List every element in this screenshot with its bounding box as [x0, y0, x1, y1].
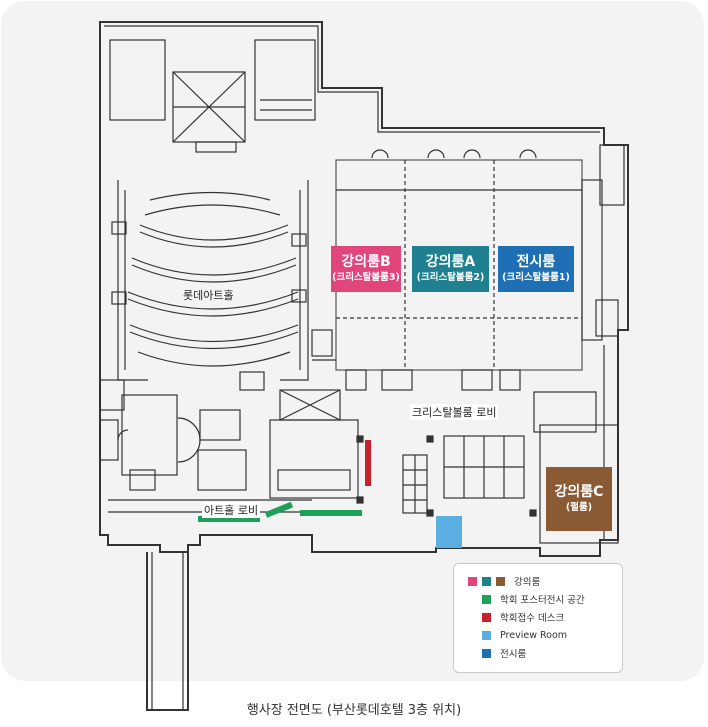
poster-space-marker-3 [300, 510, 362, 516]
art-hall-lobby-label: 아트홀 로비 [202, 502, 261, 518]
exhibition-room-sub: (크리스탈볼룸1) [502, 272, 570, 283]
poster-space-marker-1 [198, 516, 260, 522]
legend-preview: Preview Room [482, 628, 567, 642]
legend-exhibition-text: 전시룸 [500, 649, 527, 660]
legend-swatch-poster [482, 594, 491, 604]
legend-preview-text: Preview Room [500, 629, 568, 641]
lecture-room-b-sub: (크리스탈볼룸3) [332, 272, 400, 283]
lecture-room-b-title: 강의룸B [341, 254, 391, 270]
legend-registration-text: 학회접수 데스크 [500, 613, 565, 624]
lecture-room-c-title: 강의룸C [554, 484, 604, 500]
preview-room-marker [436, 516, 462, 548]
legend-poster-text: 학회 포스터전시 공간 [500, 595, 585, 606]
legend-swatch-exhibition [482, 648, 491, 658]
lecture-room-a-title: 강의룸A [425, 254, 476, 270]
lecture-room-c: 강의룸C (펄룸) [546, 467, 612, 531]
legend-lecture: 강의룸 [468, 574, 540, 588]
legend-swatch-registration [482, 612, 491, 622]
legend-swatch-preview [482, 630, 491, 640]
figure-caption: 행사장 전면도 (부산롯데호텔 3층 위치) [246, 703, 462, 718]
lecture-room-c-sub: (펄룸) [565, 502, 593, 513]
lecture-room-b: 강의룸B (크리스탈볼룸3) [331, 246, 401, 292]
exhibition-room: 전시룸 (크리스탈볼룸1) [498, 246, 574, 292]
crystal-ballroom-lobby-label: 크리스탈볼룸 로비 [410, 404, 499, 420]
legend-exhibition: 전시룸 [482, 646, 526, 660]
registration-desk-marker [365, 440, 371, 486]
legend-swatch-lecture-b [468, 576, 477, 586]
exhibition-room-title: 전시룸 [516, 254, 556, 270]
lotte-art-hall-label: 롯데아트홀 [183, 289, 234, 302]
map-legend: 강의룸 학회 포스터전시 공간 학회접수 데스크 Preview Room 전시… [453, 563, 623, 673]
legend-swatch-lecture-c [496, 576, 505, 586]
lecture-room-a-sub: (크리스탈볼룸2) [416, 272, 485, 283]
legend-registration: 학회접수 데스크 [482, 610, 564, 624]
legend-swatch-lecture-a [482, 576, 491, 586]
legend-lecture-text: 강의룸 [514, 577, 541, 588]
lecture-room-a: 강의룸A (크리스탈볼룸2) [412, 246, 489, 292]
legend-poster: 학회 포스터전시 공간 [482, 592, 585, 606]
